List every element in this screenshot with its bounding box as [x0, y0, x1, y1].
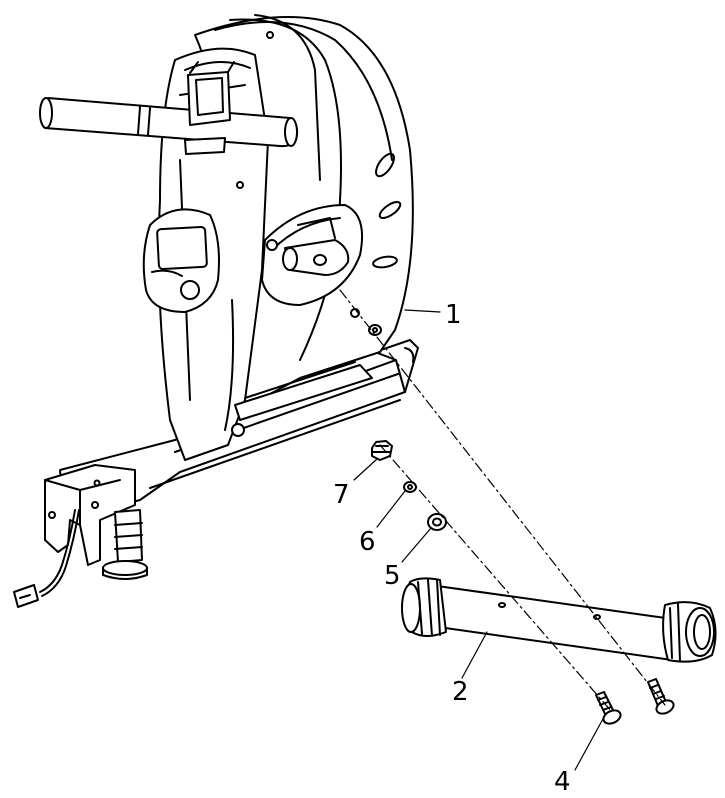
stabilizer-hole-left	[498, 602, 506, 608]
leader-part7	[353, 458, 378, 481]
frame-bolt-hole-lower	[368, 324, 382, 336]
callout-part1: 1	[445, 300, 462, 330]
front-brace	[231, 361, 373, 437]
rear-stabilizer	[401, 577, 717, 663]
callout-labels: 1 2 4 5 6 7	[333, 300, 571, 797]
frame-bolt-hole-center	[372, 327, 378, 333]
console-monitor	[142, 208, 220, 313]
leader-part1	[404, 309, 441, 313]
stabilizer-hole-right	[593, 614, 601, 620]
handle-bar	[39, 97, 299, 148]
front-mount-bracket	[44, 464, 136, 566]
callout-part6: 6	[359, 527, 376, 557]
acorn-nut	[371, 440, 393, 461]
centerline-rear-bolt	[339, 289, 666, 706]
carriage-bolt-rear	[647, 678, 675, 715]
rear-stabilizer-left-cap	[401, 577, 447, 637]
callout-part2: 2	[452, 677, 469, 707]
spring-washer	[403, 481, 417, 493]
rear-stabilizer-right-cap	[662, 601, 717, 663]
assembly-center-lines	[339, 289, 666, 713]
leader-lines	[353, 309, 605, 771]
handlebar-clamp	[184, 61, 235, 155]
callout-part5: 5	[384, 561, 401, 591]
flat-washer	[427, 513, 447, 531]
leader-part6	[376, 490, 406, 528]
crank-axle	[266, 217, 350, 276]
callout-part7: 7	[333, 480, 350, 510]
centerline-front-bolt	[379, 444, 613, 713]
rear-mounting-bracket	[374, 339, 419, 393]
leader-part4	[574, 716, 605, 771]
leader-part5	[401, 527, 432, 563]
sensor-cable	[13, 509, 80, 608]
leader-part2	[461, 631, 488, 679]
leveling-foot	[102, 509, 148, 580]
callout-part4: 4	[554, 767, 571, 797]
